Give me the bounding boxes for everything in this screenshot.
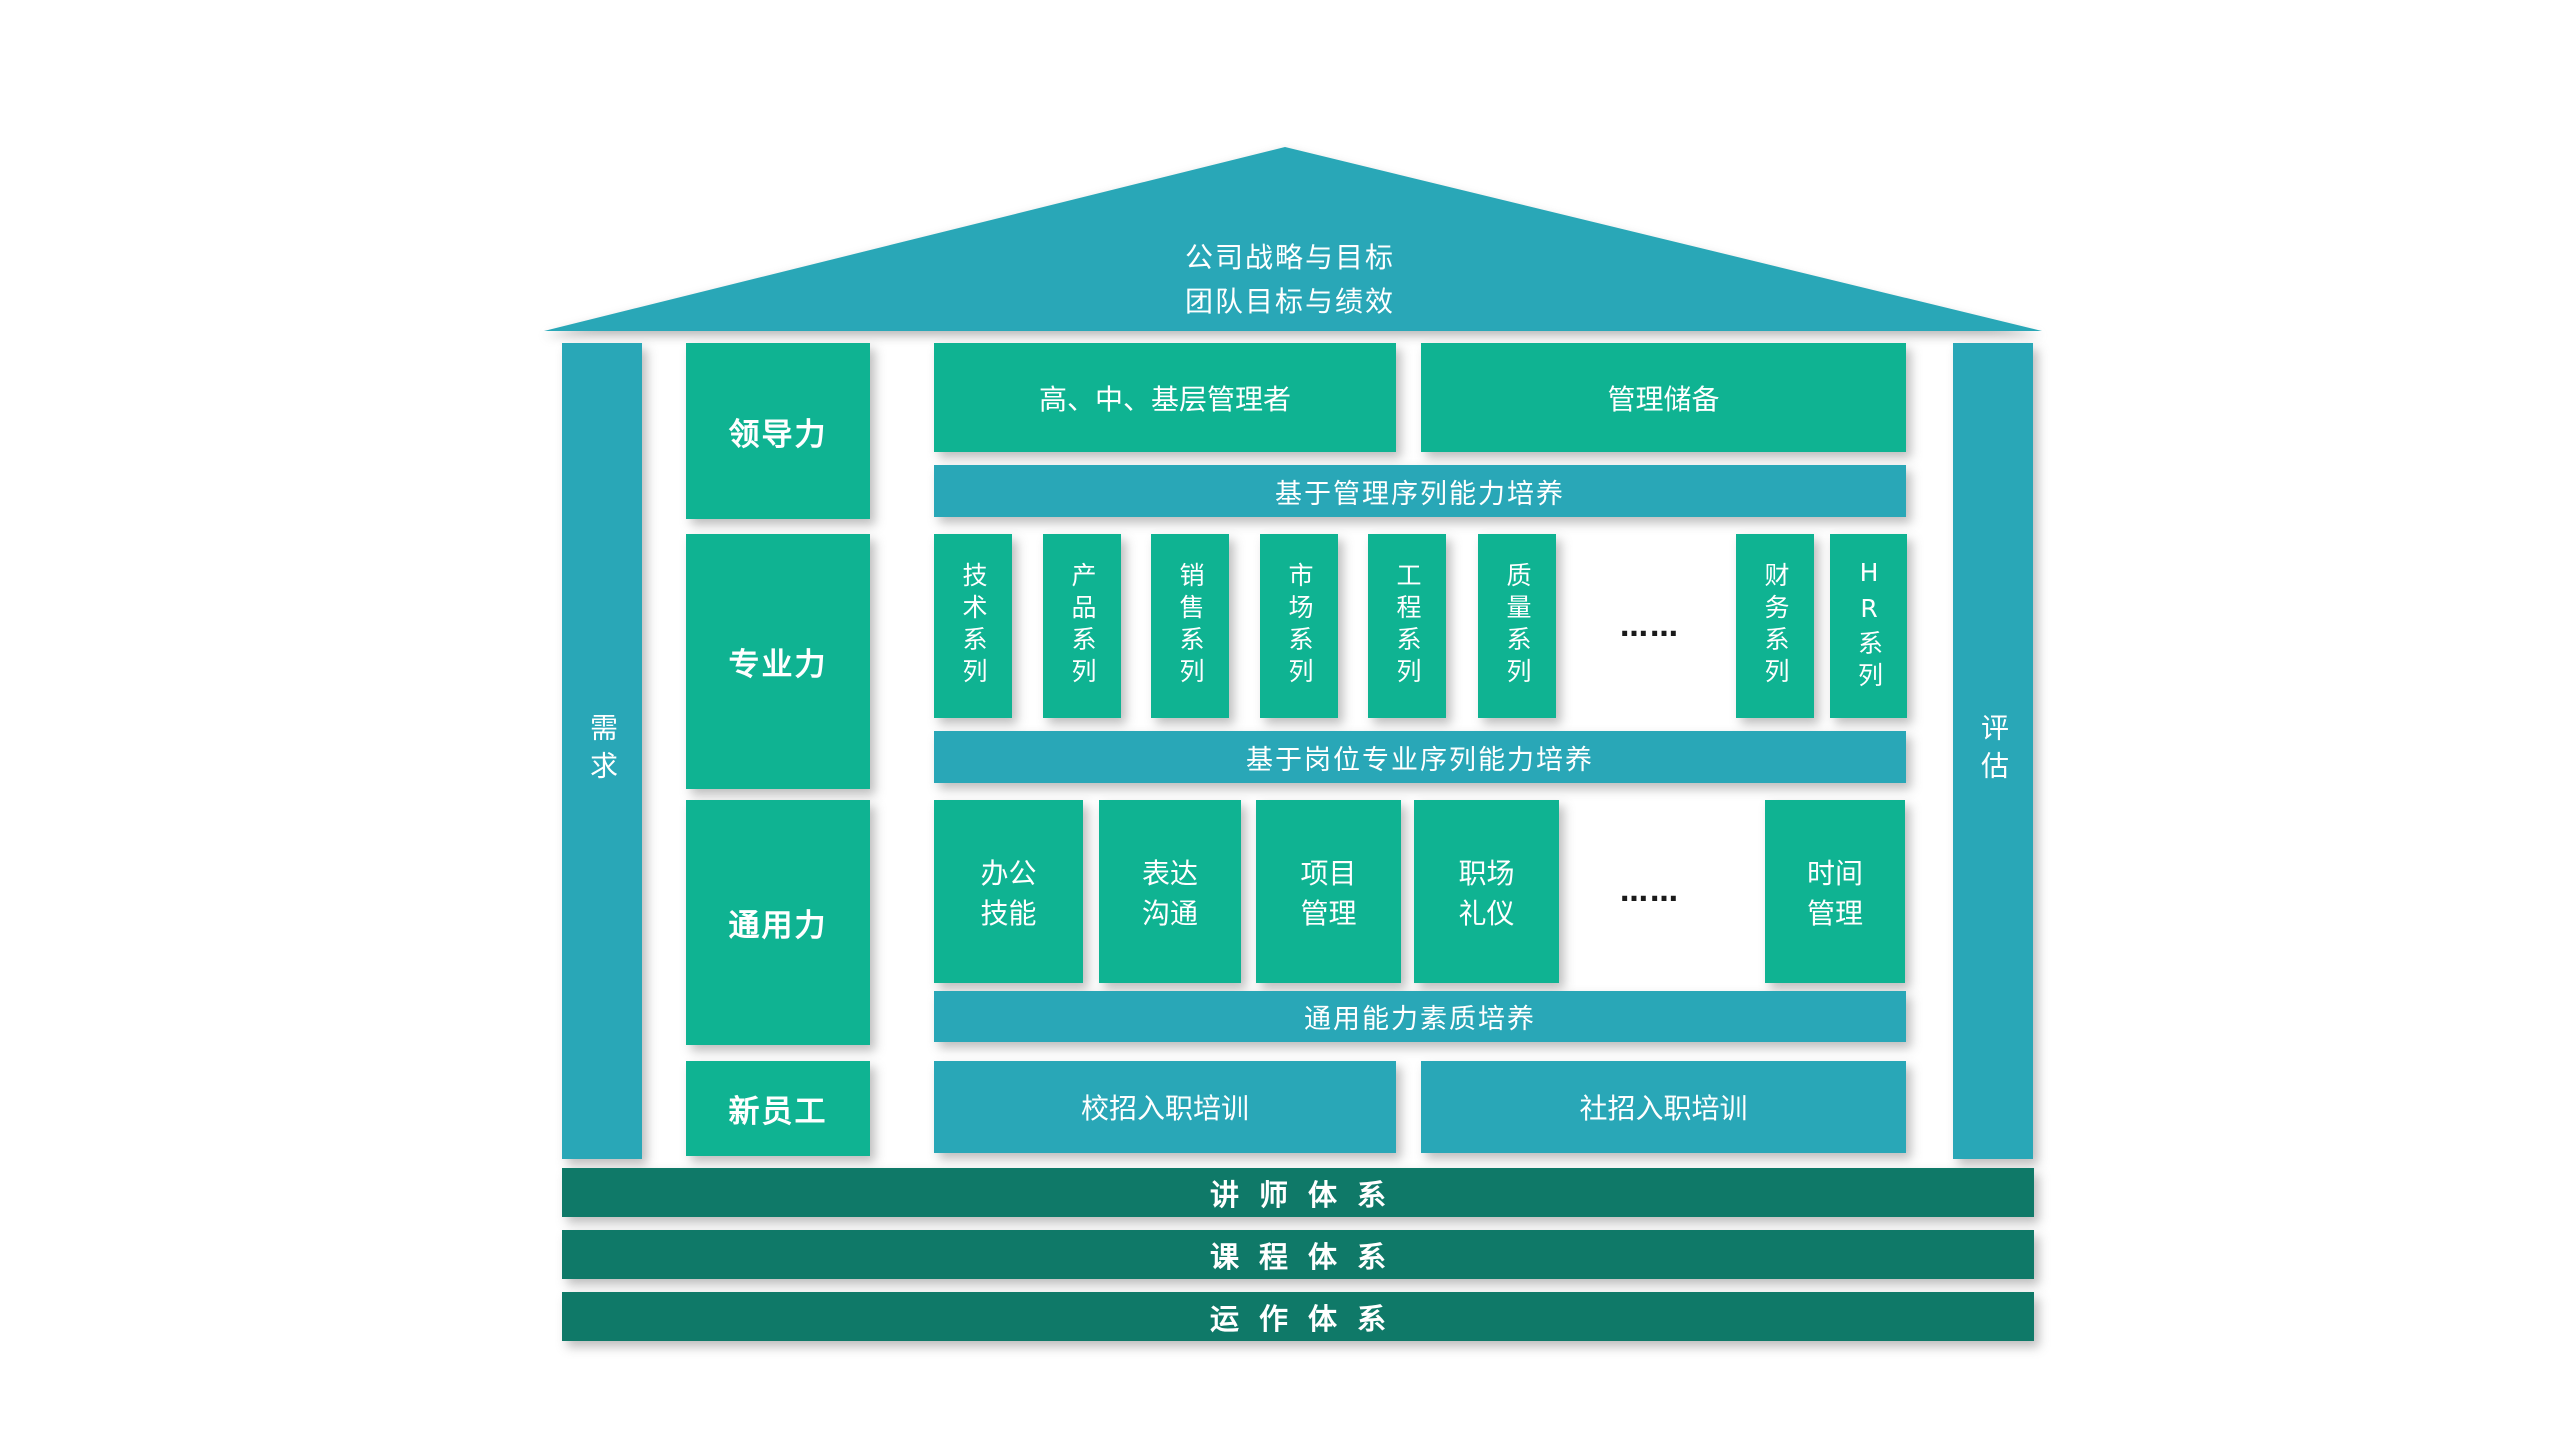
band-general-quality: 通用能力素质培养 <box>934 991 1906 1042</box>
box-campus-onboarding: 校招入职培训 <box>934 1061 1396 1153</box>
series-box-quality: 质量系列 <box>1478 534 1556 718</box>
box-managers: 高、中、基层管理者 <box>934 343 1396 452</box>
series-box-quality-label: 质量系列 <box>1503 562 1532 690</box>
series-box-finance: 财务系列 <box>1736 534 1814 718</box>
series-box-product: 产品系列 <box>1043 534 1121 718</box>
row-label-new-employee: 新员工 <box>686 1061 870 1156</box>
box-office-skills: 办公 技能 <box>934 800 1083 983</box>
series-box-tech: 技术系列 <box>934 534 1012 718</box>
bottom-bar-lecturer-system: 讲师体系 <box>562 1168 2034 1217</box>
roof-shape <box>544 147 2042 331</box>
series-box-tech-label: 技术系列 <box>959 562 988 690</box>
evaluation-bar: 评估 <box>1953 343 2033 1159</box>
band-management-sequence: 基于管理序列能力培养 <box>934 465 1906 517</box>
general-ellipsis: …… <box>1620 875 1680 908</box>
bottom-bar-course-system: 课程体系 <box>562 1230 2034 1279</box>
demand-bar-label: 需求 <box>586 713 619 789</box>
series-box-sales: 销售系列 <box>1151 534 1229 718</box>
box-management-reserve: 管理储备 <box>1421 343 1906 452</box>
box-project-management: 项目 管理 <box>1256 800 1401 983</box>
series-box-sales-label: 销售系列 <box>1176 562 1205 690</box>
row-label-professional: 专业力 <box>686 534 870 789</box>
box-workplace-etiquette: 职场 礼仪 <box>1414 800 1559 983</box>
series-box-product-label: 产品系列 <box>1068 562 1097 690</box>
evaluation-bar-label: 评估 <box>1977 713 2010 789</box>
row-label-leadership: 领导力 <box>686 343 870 519</box>
roof-title-line1: 公司战略与目标 <box>1184 241 1395 274</box>
demand-bar: 需求 <box>562 343 642 1159</box>
row-label-general: 通用力 <box>686 800 870 1045</box>
bottom-bar-operation-system: 运作体系 <box>562 1292 2034 1341</box>
box-time-management: 时间 管理 <box>1765 800 1905 983</box>
band-position-sequence: 基于岗位专业序列能力培养 <box>934 731 1906 783</box>
series-box-engineering: 工程系列 <box>1368 534 1446 718</box>
series-box-market-label: 市场系列 <box>1285 562 1314 690</box>
series-ellipsis: …… <box>1620 609 1680 643</box>
box-communication: 表达 沟通 <box>1099 800 1241 983</box>
roof-title-line2: 团队目标与绩效 <box>1184 285 1395 318</box>
box-social-onboarding: 社招入职培训 <box>1421 1061 1906 1153</box>
series-box-finance-label: 财务系列 <box>1761 562 1790 690</box>
series-box-hr: HR系列 <box>1830 534 1907 718</box>
series-box-engineering-label: 工程系列 <box>1393 562 1422 690</box>
series-box-hr-label: HR系列 <box>1854 558 1884 694</box>
series-box-market: 市场系列 <box>1260 534 1338 718</box>
